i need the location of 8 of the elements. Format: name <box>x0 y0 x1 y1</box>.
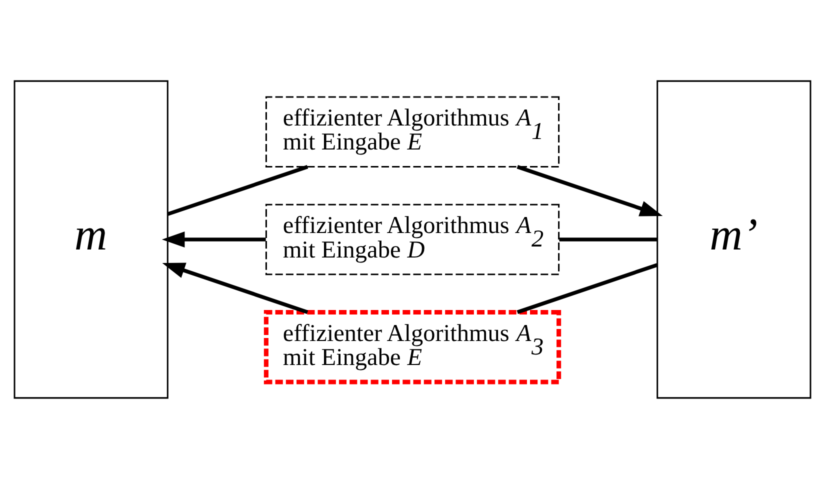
connector <box>167 164 308 216</box>
connector <box>516 262 658 314</box>
connector <box>559 237 657 241</box>
node-box: m <box>14 80 168 398</box>
arrow <box>162 262 308 314</box>
arrow <box>162 231 266 247</box>
arrow <box>516 164 663 216</box>
node-box: m’ <box>656 80 812 398</box>
